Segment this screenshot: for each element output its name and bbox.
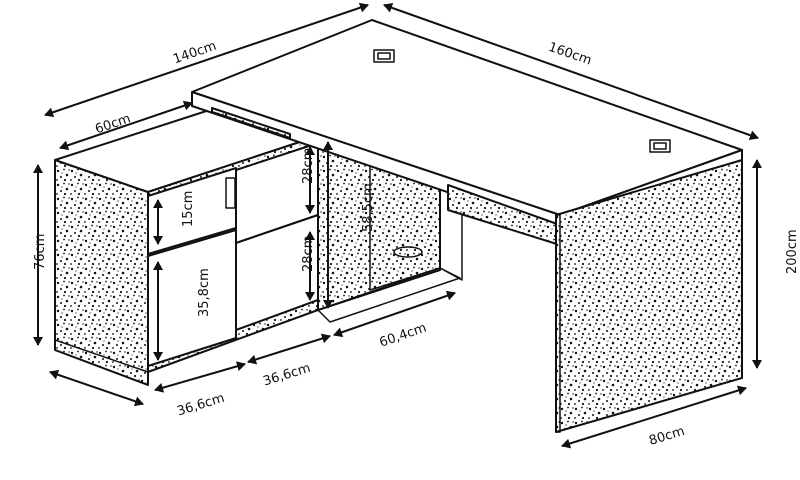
drawer-lock (225, 177, 236, 209)
label-200: 200cm (785, 229, 800, 274)
cable-grommet (393, 246, 423, 258)
label-76: 76cm (33, 234, 48, 270)
label-358: 35,8cm (197, 268, 212, 317)
cabinet-plinth (54, 339, 149, 386)
label-604: 60,4cm (378, 321, 429, 351)
cabinet-side-face (54, 159, 149, 386)
drawer-small[interactable] (147, 167, 237, 255)
label-80: 80cm (647, 424, 686, 449)
dim-60-line (59, 100, 193, 151)
label-366-b: 36,6cm (261, 361, 312, 390)
label-585: 58,5cm (361, 183, 376, 232)
dim-604-line (333, 290, 456, 338)
dim-cab-depth-line (49, 369, 144, 407)
dim-366-b-line (247, 333, 331, 365)
dim-80-line (561, 385, 747, 449)
label-28-upper: 28cm (301, 148, 316, 184)
dim-140-line (44, 2, 369, 118)
label-15: 15cm (181, 191, 196, 227)
drawer-unit (147, 167, 237, 367)
dim-160-line (383, 2, 759, 141)
label-60: 60cm (93, 111, 132, 137)
dim-366-a-line (154, 361, 246, 393)
dimension-lines (33, 2, 762, 449)
label-366-a: 36,6cm (175, 391, 226, 420)
label-28-lower: 28cm (301, 236, 316, 272)
right-leg-panel (555, 159, 743, 433)
drawer-large[interactable] (147, 229, 237, 367)
